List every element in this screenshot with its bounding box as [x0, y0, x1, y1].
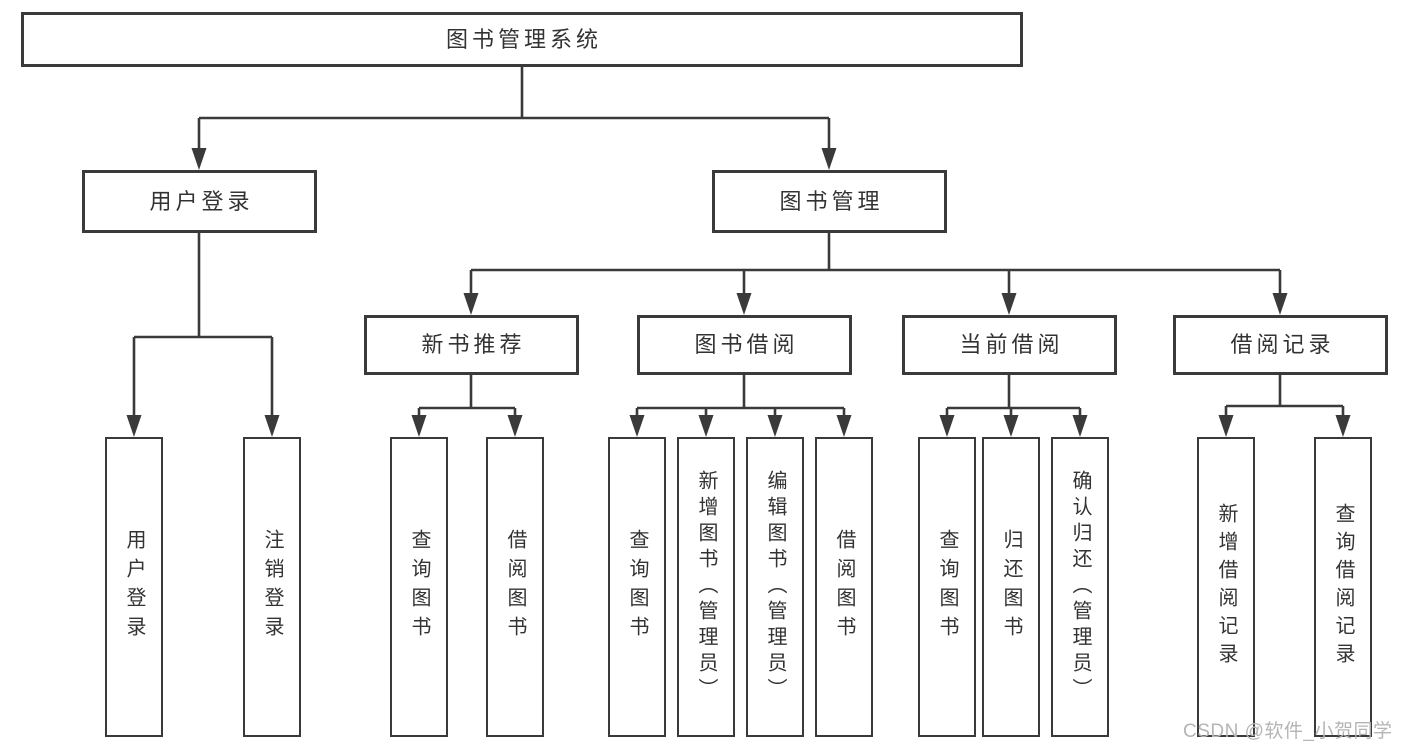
leaf-edit-book-admin: 编辑图书（管理员） [746, 437, 804, 737]
leaf-return-books: 归还图书 [982, 437, 1040, 737]
leaf-add-borrow-record: 新增借阅记录 [1197, 437, 1255, 737]
leaf-confirm-return-admin: 确认归还（管理员） [1051, 437, 1109, 737]
leaf-borrow-books: 借阅图书 [815, 437, 873, 737]
arrowheads [126, 148, 1351, 437]
node-book-borrowing: 图书借阅 [637, 315, 852, 375]
node-book-management: 图书管理 [712, 170, 947, 233]
node-library-system: 图书管理系统 [21, 12, 1023, 67]
leaf-query-books: 查询图书 [918, 437, 976, 737]
node-current-borrowing: 当前借阅 [902, 315, 1117, 375]
leaf-add-book-admin: 新增图书（管理员） [677, 437, 735, 737]
leaf-user-login: 用户登录 [105, 437, 163, 737]
leaf-borrow-books: 借阅图书 [486, 437, 544, 737]
node-user-login: 用户登录 [82, 170, 317, 233]
node-new-book-recommend: 新书推荐 [364, 315, 579, 375]
leaf-logout: 注销登录 [243, 437, 301, 737]
leaf-query-books: 查询图书 [608, 437, 666, 737]
leaf-query-books: 查询图书 [390, 437, 448, 737]
leaf-query-borrow-record: 查询借阅记录 [1314, 437, 1372, 737]
node-borrowing-records: 借阅记录 [1173, 315, 1388, 375]
